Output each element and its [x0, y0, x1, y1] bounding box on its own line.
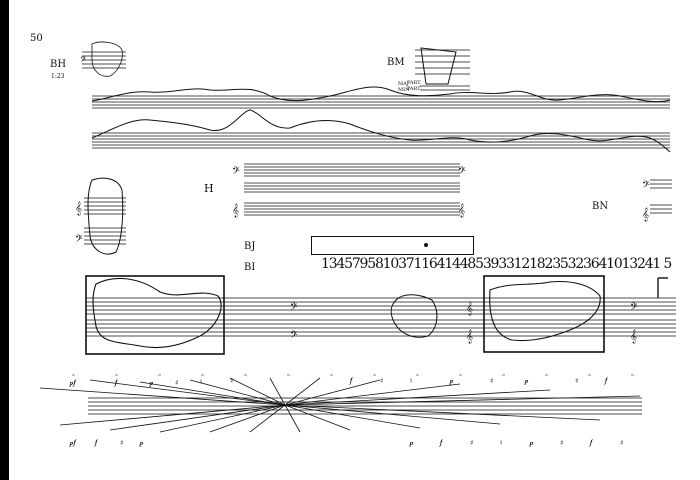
page-number: 50 — [30, 33, 43, 44]
svg-text:𝄢: 𝄢 — [75, 233, 83, 247]
svg-text:♮: ♮ — [410, 377, 413, 385]
svg-text:𝆏: 𝆏 — [449, 377, 454, 385]
section-label-h: H — [204, 182, 214, 195]
svg-text:𝄞: 𝄞 — [642, 207, 649, 221]
page-edge-shadow — [0, 0, 9, 480]
svg-text:♯: ♯ — [380, 377, 383, 385]
top-long-staff — [92, 95, 670, 149]
svg-text:𝄞: 𝄞 — [466, 329, 473, 343]
h-staff-group: 𝄢 𝄞 𝄢 𝄞 — [232, 163, 466, 217]
bm-label-min: MIN — [398, 87, 410, 93]
svg-text:𝄢: 𝄢 — [642, 179, 650, 193]
svg-text:𝄢: 𝄢 — [458, 165, 466, 179]
svg-text:𝆏: 𝆏 — [524, 377, 529, 385]
middle-staff-system: 𝄢 𝄢 𝄞 𝄞 𝄢 𝄞 — [85, 275, 676, 355]
section-label-bj: BJ — [244, 241, 256, 252]
svg-text:♯: ♯ — [560, 439, 563, 447]
svg-text:♯: ♯ — [490, 377, 493, 385]
svg-text:𝆑: 𝆑 — [588, 439, 594, 447]
svg-text:♮: ♮ — [500, 439, 503, 447]
svg-text:𝆏𝆑: 𝆏𝆑 — [69, 379, 77, 387]
svg-text:𝆏: 𝆏 — [139, 439, 144, 447]
bj-box-dot — [424, 243, 428, 247]
svg-text:𝄞: 𝄞 — [458, 203, 465, 217]
section-label-bi: BI — [244, 262, 256, 273]
svg-text:𝄢: 𝄢 — [232, 165, 240, 179]
svg-text:𝆑: 𝆑 — [93, 439, 99, 447]
svg-text:𝄞: 𝄞 — [466, 301, 473, 315]
svg-text:♯: ♯ — [575, 377, 578, 385]
svg-text:♯: ♯ — [470, 439, 473, 447]
bn-cluster: 𝄢 𝄞 — [642, 179, 672, 221]
svg-text:𝆏: 𝆏 — [529, 439, 534, 447]
bm-label-part-1: PART — [407, 80, 421, 86]
bh-staff-block: 𝄢 — [80, 41, 128, 77]
section-label-bh-ratio: 1:23 — [51, 73, 65, 80]
svg-text:♯: ♯ — [620, 439, 623, 447]
svg-text:𝆏: 𝆏 — [409, 439, 414, 447]
svg-text:𝄢: 𝄢 — [290, 329, 298, 343]
svg-text:𝆑: 𝆑 — [113, 379, 119, 387]
svg-text:𝆑: 𝆑 — [438, 439, 444, 447]
svg-text:𝆏𝆑: 𝆏𝆑 — [69, 439, 77, 447]
section-label-bm: BM — [387, 57, 405, 68]
svg-text:𝄢: 𝄢 — [290, 301, 298, 315]
bm-label-part-2: PART — [407, 86, 421, 92]
bi-number-sequence: 1345795810371164144853933121823532364101… — [321, 256, 672, 272]
svg-text:♯: ♯ — [230, 377, 233, 385]
scattered-notation-marks: 𝆏𝆑 𝆑 𝆏 ♯ ♮ ♯ 𝆑 ♯ ♮ 𝆏 ♯ 𝆏 ♯ 𝆑 𝆏𝆑 𝆑 ♯ 𝆏 𝆏 … — [69, 377, 623, 447]
svg-text:𝄞: 𝄞 — [232, 203, 239, 217]
svg-text:♯: ♯ — [120, 439, 123, 447]
bm-label-maj: MAJ — [398, 81, 409, 87]
bm-trapezoid — [415, 47, 470, 91]
svg-text:𝄢: 𝄢 — [80, 56, 87, 67]
bottom-starburst — [39, 374, 650, 433]
bj-empty-box — [311, 236, 474, 255]
section-label-bn: BN — [592, 201, 609, 212]
svg-text:𝄞: 𝄞 — [75, 201, 82, 215]
top-contour-lines — [91, 86, 671, 153]
svg-text:𝄞: 𝄞 — [630, 329, 637, 343]
svg-text:𝆑: 𝆑 — [348, 377, 354, 385]
svg-text:𝆏: 𝆏 — [149, 379, 154, 387]
svg-text:𝆑: 𝆑 — [603, 377, 609, 385]
section-label-bh: BH — [50, 59, 67, 70]
svg-text:♯: ♯ — [175, 379, 178, 387]
svg-text:♮: ♮ — [200, 378, 203, 386]
left-cluster-block: 𝄞 𝄢 — [75, 177, 126, 255]
svg-text:𝄢: 𝄢 — [630, 301, 638, 315]
